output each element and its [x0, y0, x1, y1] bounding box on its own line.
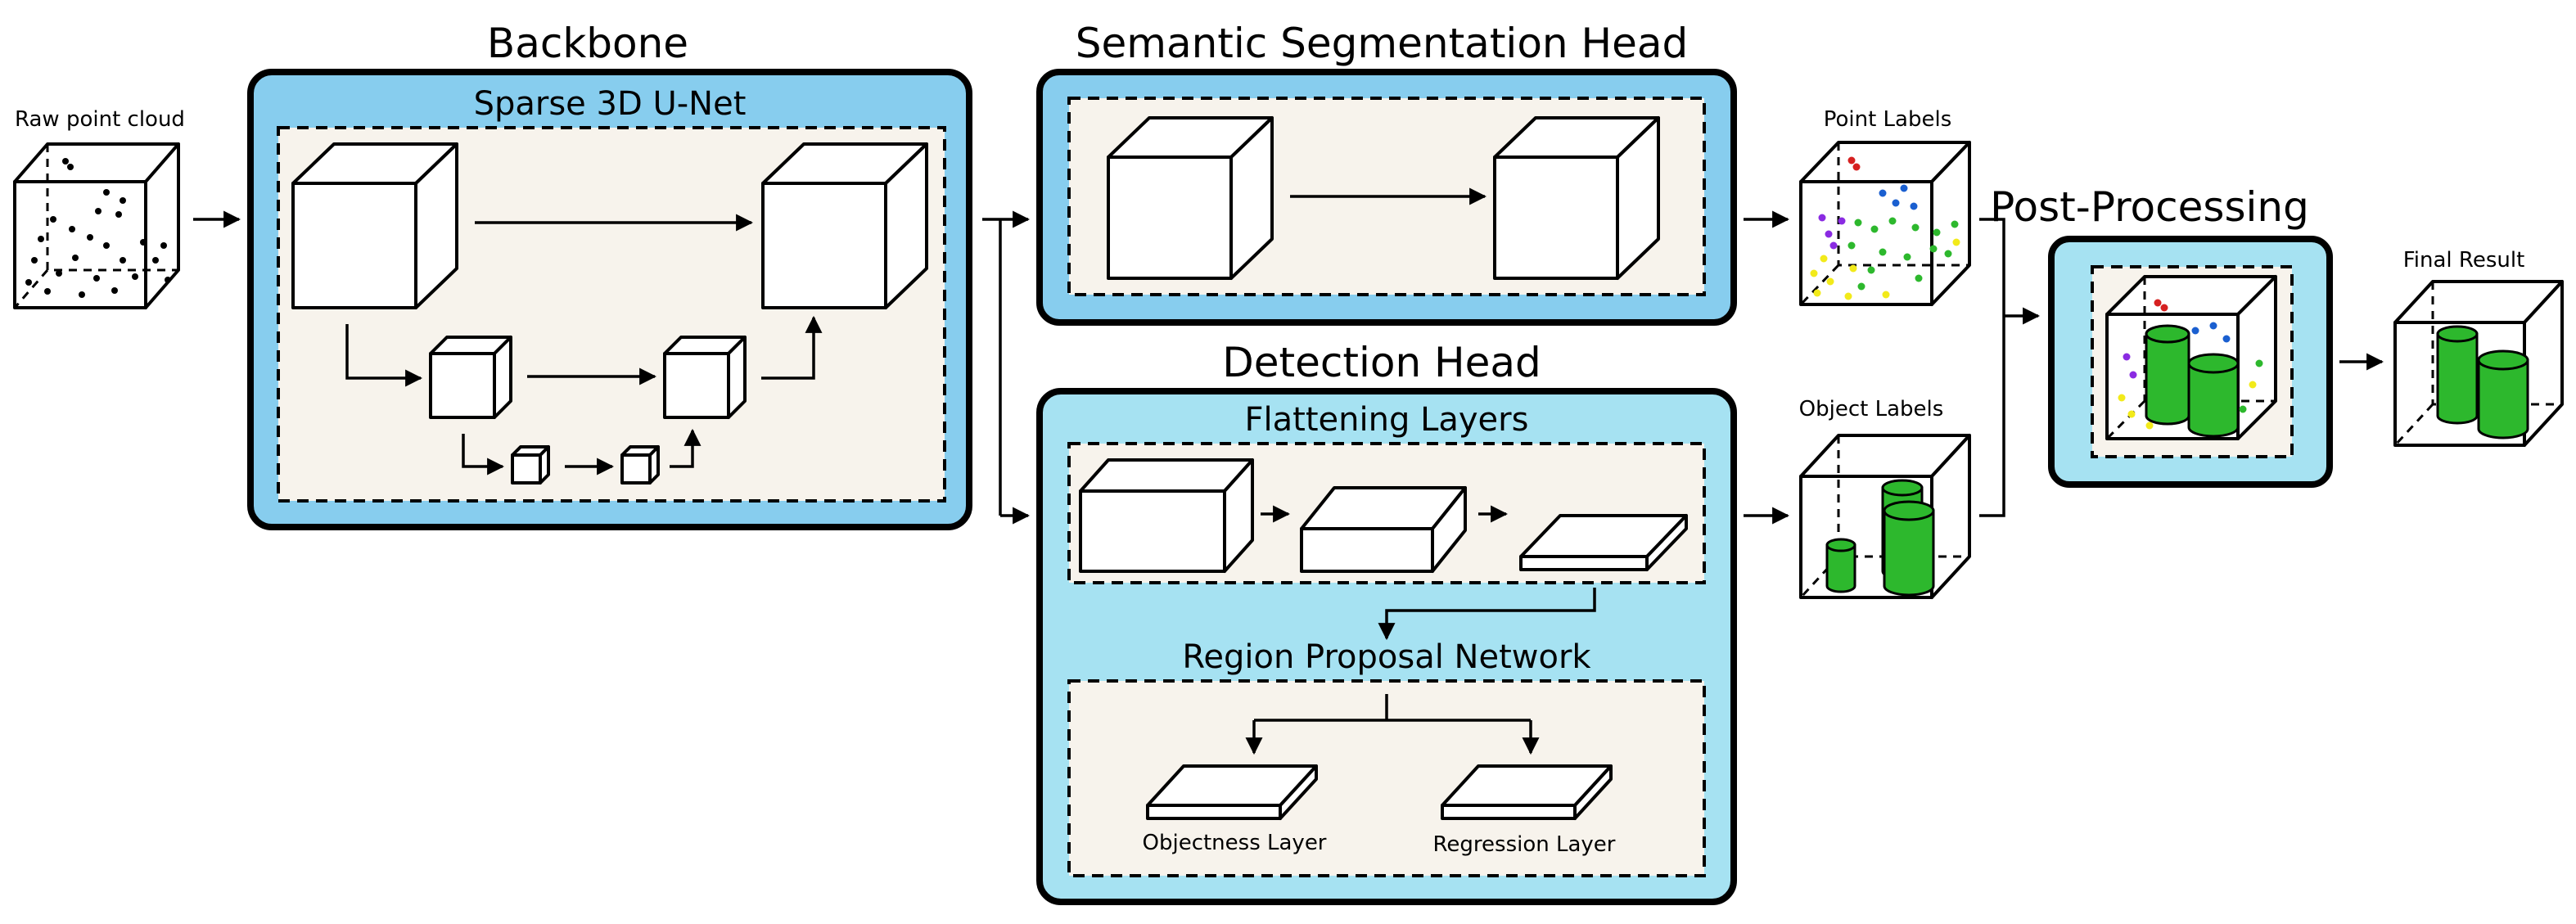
flatten-block-3: [1519, 514, 1688, 571]
down-arrow-to-small: [462, 434, 505, 476]
sparse-unet-title: Sparse 3D U-Net: [474, 85, 747, 123]
point-labels-points: [1810, 156, 1960, 300]
rpn-title: Region Proposal Network: [1182, 638, 1591, 676]
up-arrow-to-medium: [670, 428, 702, 468]
semantic-cube-input: [1107, 116, 1274, 280]
unet-encoder-cube-large: [291, 142, 458, 309]
rpn-split-line: [1254, 694, 1531, 722]
unet-decoder-cube-small: [620, 445, 660, 485]
flatten-block-1: [1079, 458, 1254, 573]
regression-layer-block: [1441, 764, 1613, 820]
object-labels-cylinders: [1825, 479, 1935, 597]
raw-point-cloud-label: Raw point cloud: [15, 107, 185, 132]
regression-label: Regression Layer: [1433, 832, 1616, 857]
objectness-label: Objectness Layer: [1143, 831, 1327, 855]
post-processing-points: [2118, 299, 2263, 430]
final-result-title: Final Result: [2403, 248, 2525, 273]
unet-decoder-cube-large: [761, 142, 928, 309]
post-processing-title: Post-Processing: [1990, 183, 2309, 231]
unet-encoder-cube-small: [511, 445, 550, 485]
flattening-title: Flattening Layers: [1245, 401, 1529, 439]
raw-points: [25, 158, 171, 298]
up-arrow-to-large: [761, 315, 823, 380]
down-arrow-to-medium: [345, 324, 423, 387]
unet-decoder-cube-medium: [663, 336, 747, 419]
semantic-cube-output: [1493, 116, 1660, 280]
post-processing-cylinders: [2145, 324, 2240, 438]
flatten-block-2: [1300, 486, 1467, 573]
backbone-title: Backbone: [487, 20, 688, 67]
raw-point-cloud-cube: [13, 142, 180, 309]
point-labels-cube: [1799, 141, 1971, 306]
semantic-head-title: Semantic Segmentation Head: [1076, 20, 1688, 67]
unet-encoder-cube-medium: [429, 336, 512, 419]
merge-line: [1979, 218, 2005, 517]
final-result-cylinders: [2436, 325, 2529, 439]
objectness-layer-block: [1146, 764, 1318, 820]
point-labels-title: Point Labels: [1824, 107, 1952, 132]
flatten-to-rpn-arrow: [1378, 588, 1596, 641]
detection-head-title: Detection Head: [1222, 339, 1541, 386]
object-labels-title: Object Labels: [1799, 397, 1944, 421]
